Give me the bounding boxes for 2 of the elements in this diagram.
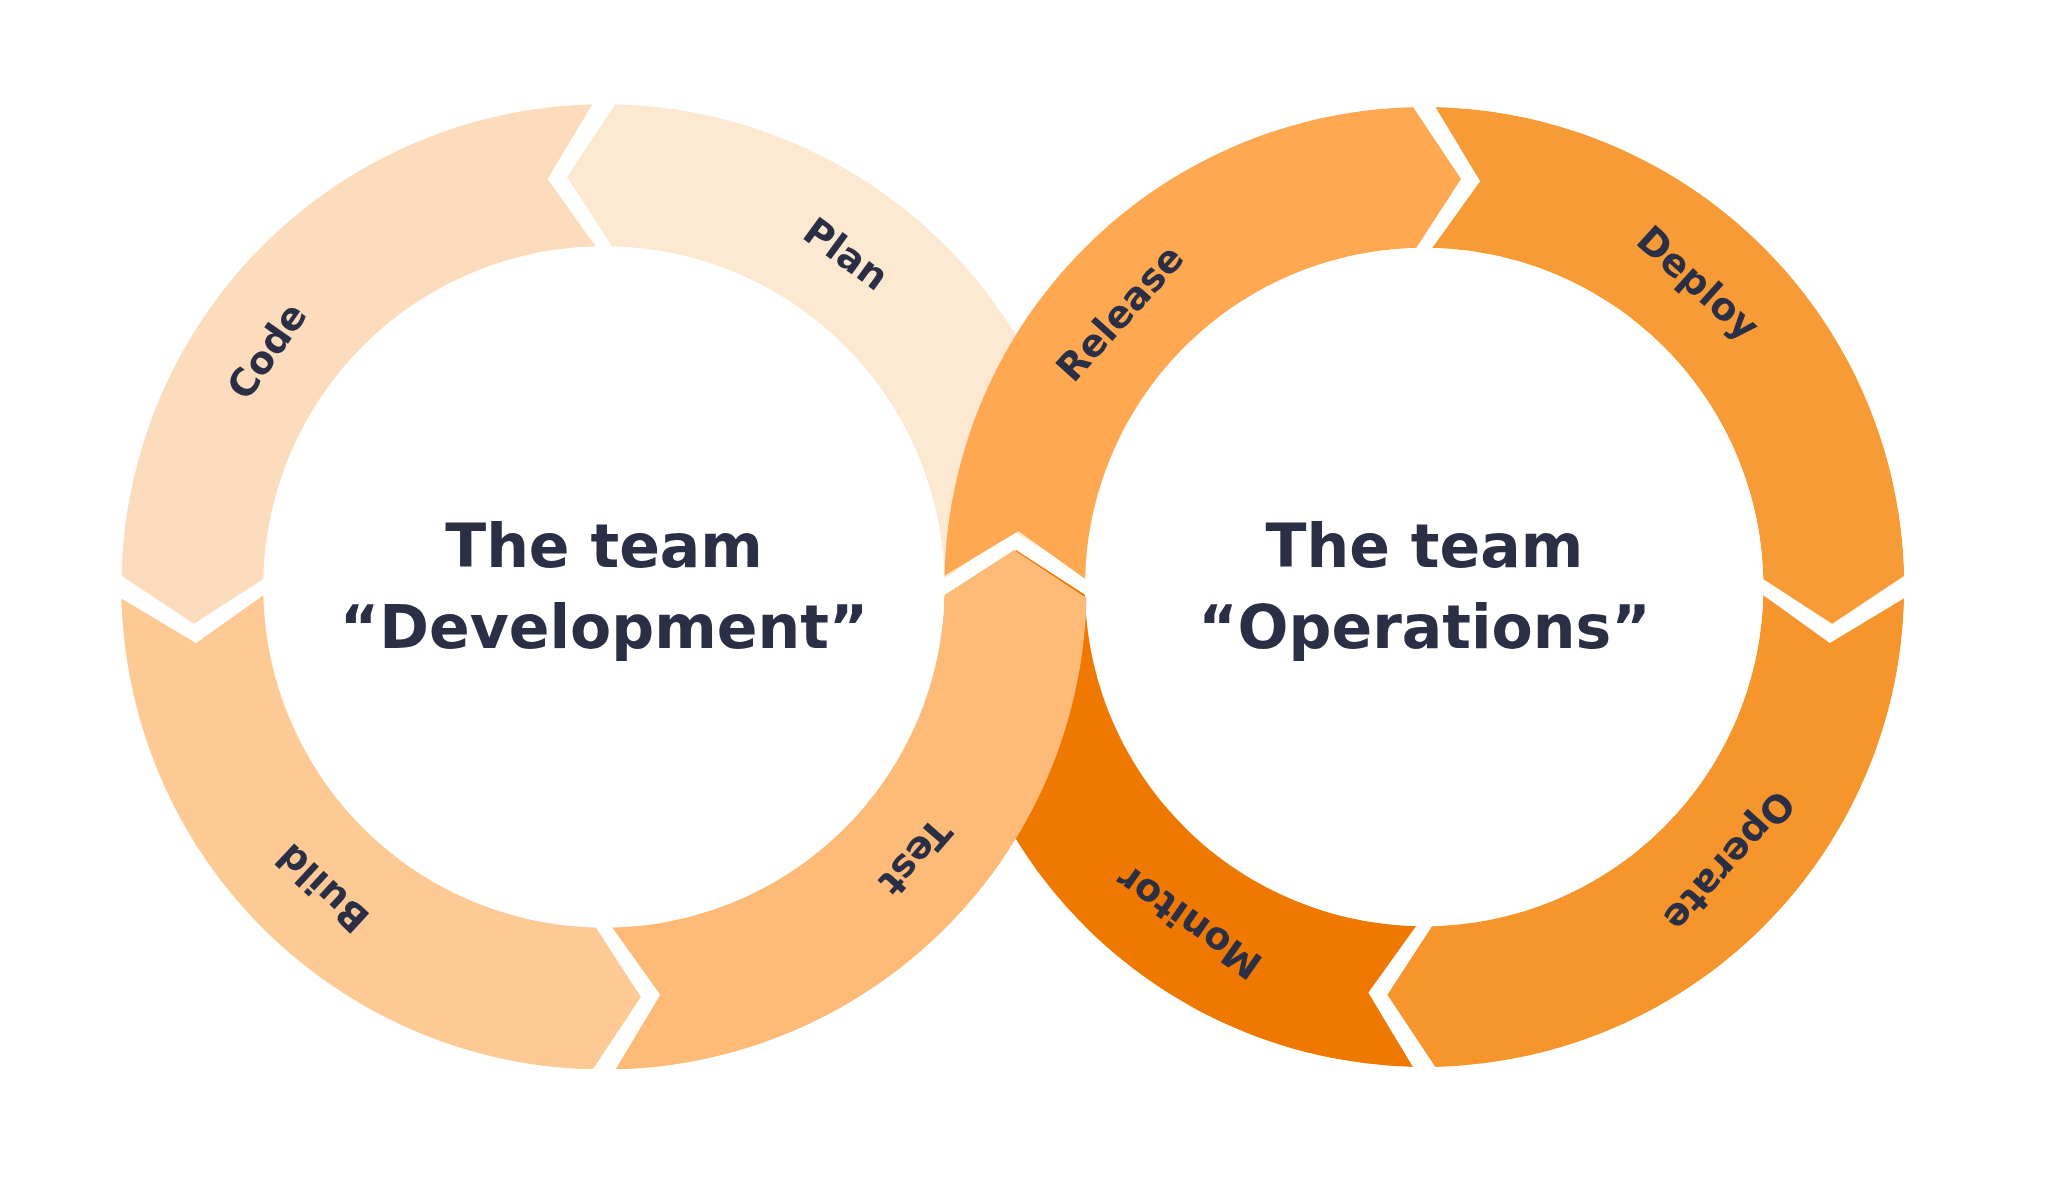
team-title: The team “Operations” — [1153, 505, 1696, 668]
team-title: The team “Development” — [331, 505, 877, 668]
